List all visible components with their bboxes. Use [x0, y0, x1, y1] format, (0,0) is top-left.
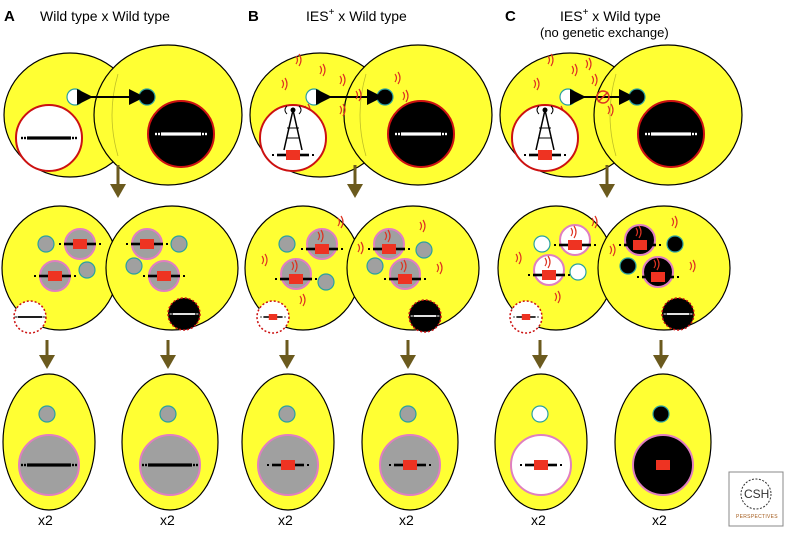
panel-b-letter: B: [248, 8, 259, 25]
panel-b: x2 x2: [241, 44, 493, 528]
panel-c-title: IES+ x Wild type: [560, 7, 661, 24]
csh-perspectives-logo: CSH PERSPECTIVES: [728, 471, 784, 527]
micronucleus: [66, 88, 84, 106]
panel-b-title: IES+ x Wild type: [306, 7, 407, 24]
progeny-count: x2: [38, 512, 53, 528]
antenna-icon: [272, 105, 314, 160]
panel-c-letter: C: [505, 8, 516, 25]
progeny-count: x2: [399, 512, 414, 528]
progeny-count: x2: [652, 512, 667, 528]
progeny-count: x2: [160, 512, 175, 528]
panel-a-letter: A: [4, 8, 15, 25]
logo-sub: PERSPECTIVES: [736, 514, 778, 520]
progeny-count: x2: [278, 512, 293, 528]
logo-main: CSH: [744, 487, 769, 501]
micronucleus: [138, 88, 156, 106]
no-exchange-icon: [596, 90, 610, 104]
panel-a: x2 x2: [1, 44, 243, 528]
panel-c-subtitle: (no genetic exchange): [540, 25, 669, 40]
panel-a-title: Wild type x Wild type: [40, 8, 170, 24]
progeny-count: x2: [531, 512, 546, 528]
antenna-icon: [524, 105, 566, 160]
panel-c: x2 x2: [494, 44, 743, 528]
